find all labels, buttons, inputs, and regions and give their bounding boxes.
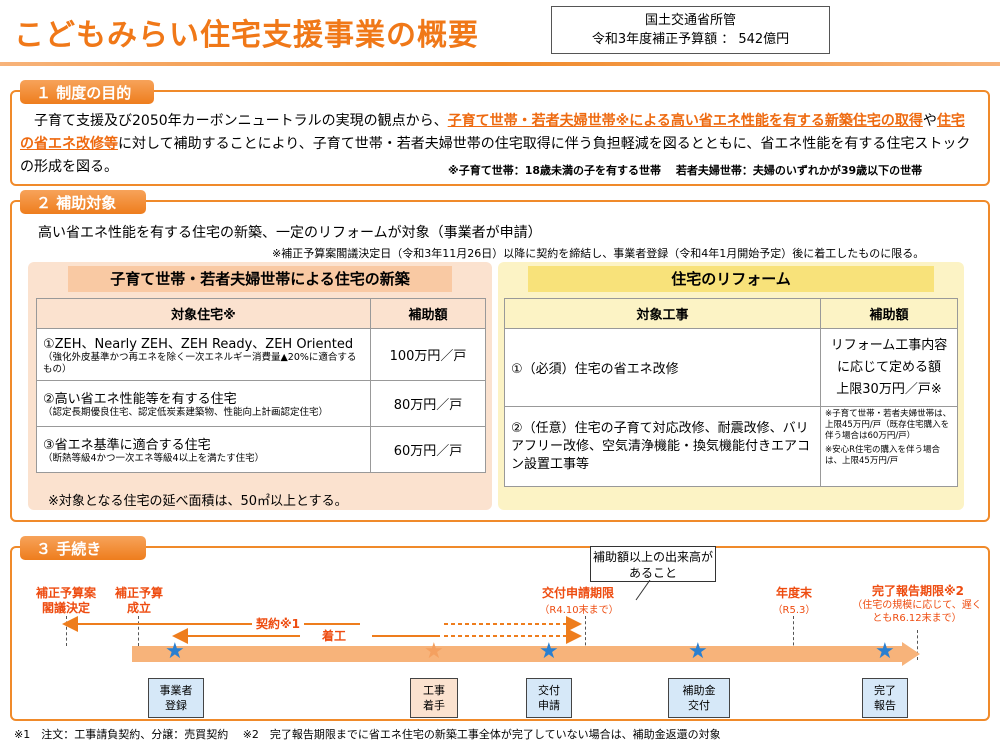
reform-amount-note1: ※子育て世帯・若者夫婦世帯は、上限45万円/戸（既存住宅購入を伴う場合は60万円… [825, 409, 952, 441]
step-subsidy-payment: 補助金 交付 [668, 678, 730, 718]
reform-title: 住宅のリフォーム [528, 266, 934, 292]
footer-note: ※1 注文：工事請負契約、分譲：売買契約 ※2 完了報告期限までに省エネ住宅の新… [14, 728, 721, 741]
step-construction-start: 工事 着手 [410, 678, 458, 718]
table-row: ②（任意）住宅の子育て対応改修、耐震改修、バリアフリー改修、空気清浄機能・換気機… [504, 406, 958, 487]
new-build-footnote: ※対象となる住宅の延べ面積は、50㎡以上とする。 [48, 494, 348, 509]
new-build-row3-main: ③省エネ基準に適合する住宅 [43, 438, 211, 453]
table-row: ①ZEH、Nearly ZEH、ZEH Ready、ZEH Oriented（強… [36, 328, 486, 381]
new-build-row2-main: ②高い省エネ性能等を有する住宅 [43, 392, 237, 407]
reform-row1: ①（必須）住宅の省エネ改修 [504, 328, 821, 407]
section1-box [10, 90, 990, 186]
construction-label: 着工 [318, 627, 351, 644]
new-build-title: 子育て世帯・若者夫婦世帯による住宅の新築 [68, 266, 452, 292]
step-completion-report: 完了 報告 [862, 678, 908, 718]
reform-col-amount: 補助額 [820, 298, 958, 329]
page-title: こどもみらい住宅支援事業の概要 [14, 18, 479, 53]
marker-line-3 [585, 616, 586, 656]
step-registration: 事業者 登録 [148, 678, 204, 718]
label-application-deadline: 交付申請期限 [541, 586, 614, 600]
section1-text: 子育て支援及び2050年カーボンニュートラルの実現の観点から、子育て世帯・若者夫… [20, 110, 976, 179]
callout-box: 補助額以上の出来高があること [590, 546, 716, 582]
new-build-row1-sub: （強化外皮基準かつ再エネを除く一次エネルギー消費量▲20%に適合するもの） [43, 352, 357, 375]
table-row: ①（必須）住宅の省エネ改修 リフォーム工事内容に応じて定める額 上限30万円／戸… [504, 328, 958, 407]
section3-tab: ３ 手続き [20, 536, 146, 560]
new-build-row3-sub: （断熱等級4かつ一次エネ等級4以上を満たす住宅） [43, 453, 265, 464]
step-application: 交付 申請 [526, 678, 572, 718]
marker-line-5 [917, 630, 918, 660]
callout-pointer [635, 580, 651, 601]
star-icon: ★ [539, 639, 559, 664]
purpose-text-b: や [922, 113, 937, 129]
purpose-text-a: 子育て支援及び2050年カーボンニュートラルの実現の観点から、 [20, 113, 448, 129]
header-divider [0, 62, 1000, 66]
label-fiscal-year-end: 年度末 [775, 586, 812, 600]
new-build-row2-sub: （認定長期優良住宅、認定低炭素建築物、性能向上計画認定住宅） [43, 407, 329, 418]
label-fiscal-year-end-date: （R5.3） [772, 605, 816, 616]
star-icon: ★ [875, 639, 895, 664]
reform-table: 対象工事 補助額 ①（必須）住宅の省エネ改修 リフォーム工事内容に応じて定める額… [504, 298, 958, 487]
budget-label: 令和3年度補正予算額 ： 542億円 [591, 32, 790, 47]
reform-amount-note2: ※安心R住宅の購入を伴う場合は、上限45万円/戸 [825, 445, 941, 466]
marker-line-4 [793, 616, 794, 656]
purpose-highlight-1: 子育て世帯・若者夫婦世帯※による高い省エネ性能を有する新築住宅の取得 [447, 113, 923, 129]
reform-amount-a: リフォーム工事内容に応じて定める額 [830, 337, 948, 375]
new-build-col-amount: 補助額 [370, 298, 486, 329]
label-budget-passed: 補正予算 成立 [114, 586, 163, 615]
section2-lead: 高い省エネ性能を有する住宅の新築、一定のリフォームが対象（事業者が申請） [38, 225, 542, 241]
section2-note: ※補正予算案閣議決定日（令和3年11月26日）以降に契約を締結し、事業者登録（令… [272, 247, 925, 260]
budget-box: 国土交通省所管 令和3年度補正予算額 ： 542億円 [551, 6, 830, 54]
new-build-row3-amount: 60万円／戸 [370, 426, 486, 473]
star-icon: ★ [424, 639, 444, 664]
reform-amount-b: 上限30万円／戸※ [836, 381, 942, 397]
new-build-row2-amount: 80万円／戸 [370, 380, 486, 427]
star-icon: ★ [688, 639, 708, 664]
new-build-panel: 子育て世帯・若者夫婦世帯による住宅の新築 対象住宅※ 補助額 ①ZEH、Near… [28, 262, 492, 510]
label-completion-deadline-note: （住宅の規模に応じて、遅くともR6.12末まで） [852, 600, 982, 624]
section1-tab: １ 制度の目的 [20, 80, 154, 104]
table-row: ②高い省エネ性能等を有する住宅（認定長期優良住宅、認定低炭素建築物、性能向上計画… [36, 380, 486, 427]
marker-line-2 [138, 616, 139, 646]
ministry-label: 国土交通省所管 [644, 13, 736, 28]
purpose-highlight-2: 住宅の省エネ改修等 [20, 113, 965, 152]
purpose-text-c: に対して補助することにより、子育て世帯・若者夫婦世帯の住宅取得に伴う負担軽減を図… [20, 136, 971, 175]
contract-label: 契約※1 [252, 615, 305, 632]
timeline-arrow [132, 642, 920, 666]
new-build-col-target: 対象住宅※ [36, 298, 371, 329]
reform-row2: ②（任意）住宅の子育て対応改修、耐震改修、バリアフリー改修、空気清浄機能・換気機… [504, 406, 821, 487]
label-completion-deadline: 完了報告期限※2 [871, 584, 965, 598]
table-row: ③省エネ基準に適合する住宅（断熱等級4かつ一次エネ等級4以上を満たす住宅） 60… [36, 426, 486, 473]
label-budget-decision: 補正予算案 閣議決定 [35, 586, 96, 615]
section1-note: ※子育て世帯：18歳未満の子を有する世帯 若者夫婦世帯：夫婦のいずれかが39歳以… [448, 164, 923, 177]
new-build-table: 対象住宅※ 補助額 ①ZEH、Nearly ZEH、ZEH Ready、ZEH … [36, 298, 486, 473]
contract-arrows [62, 616, 582, 644]
reform-col-work: 対象工事 [504, 298, 821, 329]
new-build-row1-main: ①ZEH、Nearly ZEH、ZEH Ready、ZEH Oriented [43, 337, 354, 352]
reform-panel: 住宅のリフォーム 対象工事 補助額 ①（必須）住宅の省エネ改修 リフォーム工事内… [498, 262, 964, 510]
new-build-row1-amount: 100万円／戸 [370, 328, 486, 381]
star-icon: ★ [165, 639, 185, 664]
section2-tab: ２ 補助対象 [20, 190, 146, 214]
label-application-deadline-date: （R4.10末まで） [539, 605, 619, 616]
